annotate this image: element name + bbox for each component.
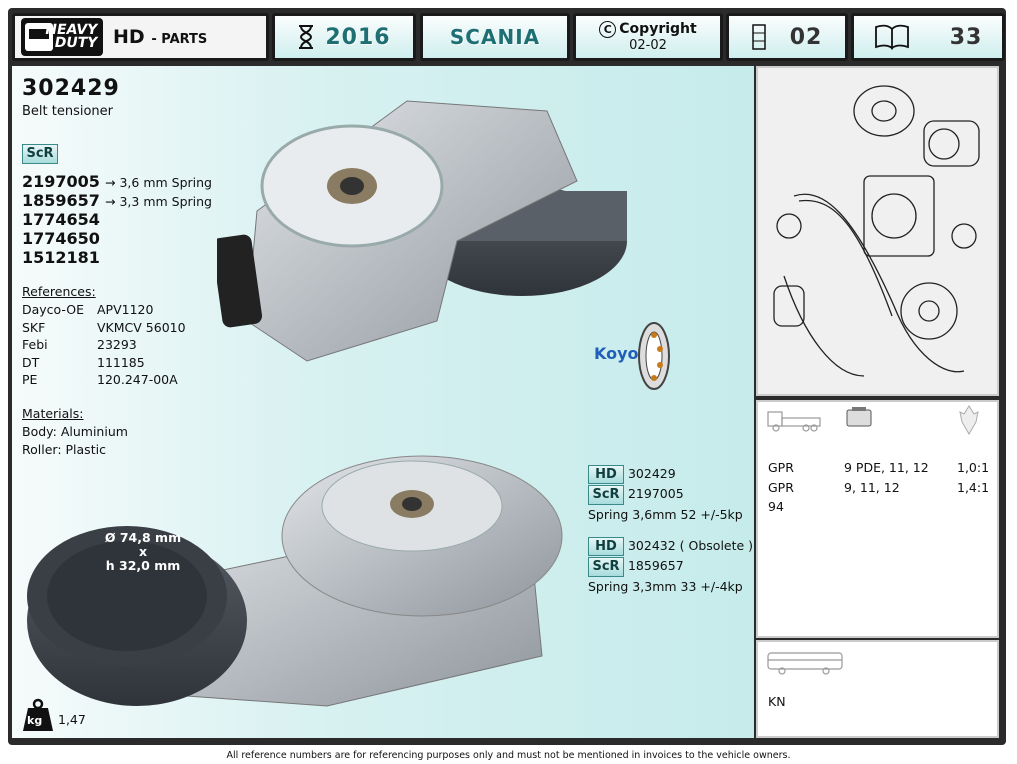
bus-icon — [767, 652, 843, 675]
hourglass-icon — [299, 25, 314, 49]
materials-list: Body: Aluminium Roller: Plastic — [22, 424, 128, 457]
numbered-list-icon — [751, 24, 766, 50]
part-number: 302429 — [22, 76, 120, 101]
oe-number-row: 1859657 → 3,3 mm Spring — [22, 191, 212, 210]
references-title: References: — [22, 284, 96, 299]
roller-dimensions: Ø 74,8 mm x h 32,0 mm — [104, 530, 182, 573]
tensioner-photo-top — [217, 100, 627, 362]
weight-unit: kg — [27, 714, 43, 727]
engine-diagram-panel — [756, 66, 999, 396]
make-box: SCANIA — [420, 13, 570, 61]
year-box: 2016 — [272, 13, 416, 61]
bus-applications-panel: KN — [756, 640, 999, 738]
application-row: 94 — [768, 499, 784, 514]
oe-number-row: 1774650 — [22, 229, 100, 248]
book-icon — [874, 24, 909, 50]
page-group-box: 02 — [726, 13, 848, 61]
copyright-date: 02-02 — [629, 38, 667, 53]
oe-numbers-list: 2197005 → 3,6 mm Spring 1859657 → 3,3 mm… — [22, 172, 212, 267]
engine-icon — [846, 407, 872, 427]
oe-number-row: 1512181 — [22, 248, 100, 267]
oe-number-row: 2197005 → 3,6 mm Spring — [22, 172, 212, 191]
bearing-icon — [638, 322, 670, 390]
book-page: 33 — [949, 24, 983, 50]
bus-application: KN — [768, 694, 786, 709]
main-panel: 302429 Belt tensioner ScR 2197005 → 3,6 … — [12, 66, 754, 738]
disclaimer-footer: All reference numbers are for referencin… — [226, 750, 791, 761]
logo-line2: DUTY — [52, 35, 99, 51]
weight-icon — [23, 698, 53, 731]
catalog-year: 2016 — [325, 24, 391, 50]
variant-block-1: HD 302429 ScR 2197005 Spring 3,6mm 52 +/… — [588, 465, 743, 522]
koyo-logo: Koyo. — [594, 344, 645, 363]
vehicle-make: SCANIA — [449, 25, 541, 49]
book-page-box: 33 — [851, 13, 1005, 61]
brand-name: HD - PARTS — [113, 26, 208, 48]
part-description: Belt tensioner — [22, 104, 114, 119]
truck-icon — [25, 23, 53, 51]
page-group: 02 — [789, 24, 823, 50]
weight-value: 1,47 — [58, 712, 86, 727]
truck-outline-icon — [767, 411, 821, 432]
oe-number-row: 1774654 — [22, 210, 100, 229]
oe-brand-badge: ScR — [22, 142, 58, 164]
heavy-duty-logo: HEAVY DUTY — [21, 18, 103, 56]
tensioner-photo-bottom — [27, 455, 563, 707]
copyright-icon: C — [599, 21, 617, 38]
materials-title: Materials: — [22, 406, 84, 421]
hand-tool-icon — [959, 405, 979, 435]
variant-block-2: HD 302432 ( Obsolete ) ScR 1859657 Sprin… — [588, 537, 754, 594]
belt-drive-diagram — [773, 85, 980, 377]
logo-header: HEAVY DUTY HD - PARTS — [12, 13, 269, 61]
